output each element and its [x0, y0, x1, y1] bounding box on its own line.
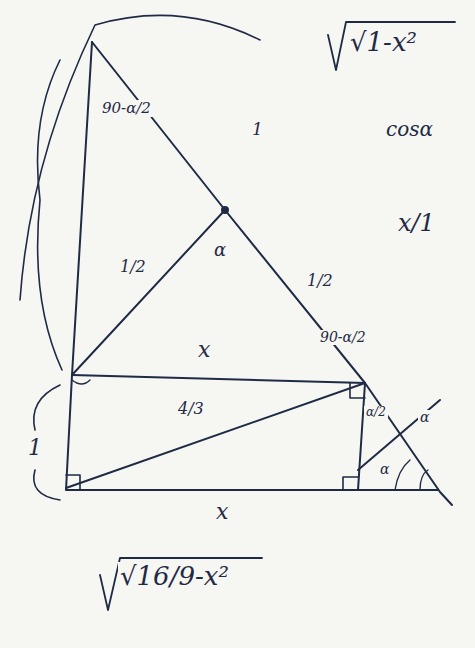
radical-expression: √16/9-x² — [118, 562, 231, 591]
radical-sign — [328, 22, 455, 70]
angle-arc — [420, 470, 428, 490]
note: cosα — [384, 118, 435, 140]
angle-label: 90-α/2 — [100, 100, 153, 117]
length-label: 1 — [250, 120, 265, 139]
length-label: 1/2 — [305, 272, 335, 290]
fraction: x/1 — [396, 210, 437, 236]
angle-label: α/2 — [364, 406, 388, 419]
length-label: 4/3 — [176, 400, 206, 418]
length-label: x — [196, 338, 212, 362]
bracket — [38, 60, 63, 370]
length-label: 1 — [26, 436, 44, 460]
angle-arc — [72, 380, 90, 384]
angle-label: α — [378, 462, 391, 477]
arc — [20, 15, 260, 300]
diagonal — [66, 383, 365, 488]
angle-label: α — [212, 240, 228, 260]
angle-arc — [395, 460, 410, 490]
radical-expression: √1-x² — [348, 28, 419, 57]
length-label: 1/2 — [118, 258, 148, 276]
right-side — [358, 383, 365, 490]
right-angle-mark — [343, 477, 358, 490]
radical-sign — [100, 558, 262, 610]
rectangle-side — [66, 375, 438, 490]
top-side — [72, 375, 365, 383]
length-label: x — [214, 500, 230, 524]
angle-label: α — [418, 410, 431, 425]
left-side — [72, 42, 92, 375]
angle-label: 90-α/2 — [318, 330, 368, 345]
bisector-line — [358, 400, 440, 470]
median — [72, 210, 225, 375]
right-angle-mark — [66, 475, 80, 490]
midpoint-dot — [222, 207, 228, 213]
right-angle-mark — [350, 383, 365, 398]
